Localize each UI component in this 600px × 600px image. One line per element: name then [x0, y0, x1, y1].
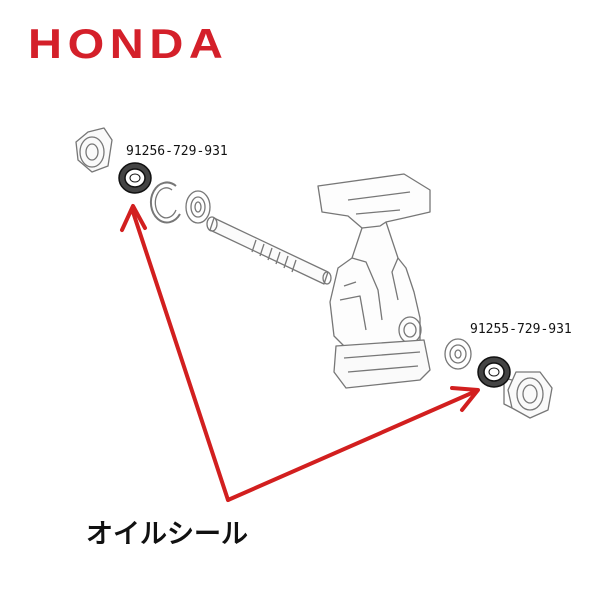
lower-bearing: [444, 338, 472, 370]
snap-ring-inner: [154, 187, 177, 219]
arrow-line-lower: [226, 390, 476, 502]
line-art: [75, 127, 553, 419]
arrow-line-upper: [131, 210, 230, 502]
arrow-head-lower: [450, 386, 480, 412]
snap-ring: [149, 181, 181, 224]
upper-bearing: [185, 190, 211, 224]
upper-end-cap: [75, 127, 113, 173]
drive-shaft: [206, 216, 332, 285]
lower-end-cap: [503, 371, 553, 419]
part-number-upper-seal: 91256-729-931: [126, 144, 228, 159]
oil-seal-lower: [477, 356, 511, 388]
pointer-arrows: [120, 204, 480, 502]
honda-logo: HONDA: [28, 20, 229, 67]
oil-seal-upper: [118, 162, 152, 194]
gearbox-housing: [317, 173, 431, 389]
arrow-head-upper: [120, 204, 147, 232]
oil-seal-caption: オイルシール: [86, 519, 248, 550]
part-number-lower-seal: 91255-729-931: [470, 322, 572, 337]
